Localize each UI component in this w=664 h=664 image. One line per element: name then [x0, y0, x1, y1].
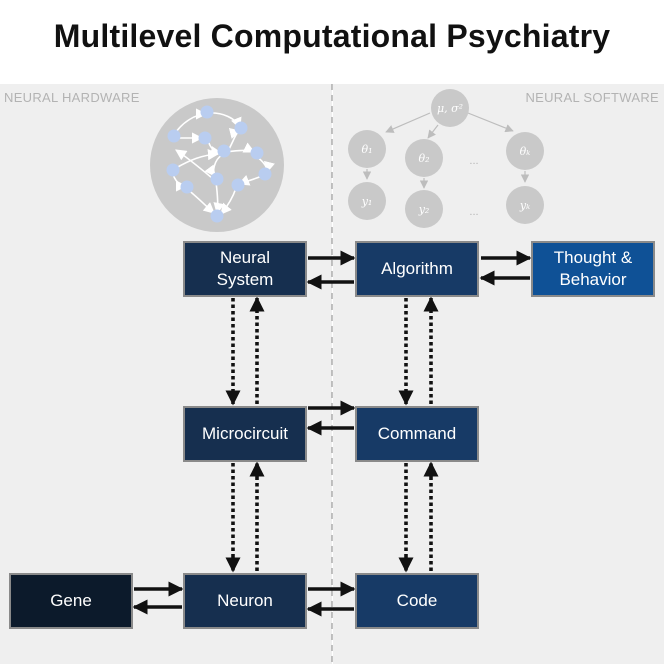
code-box: Code — [355, 573, 479, 629]
neuron-node — [258, 167, 272, 181]
neuron-node — [210, 172, 224, 186]
model-node-theta-k — [506, 132, 544, 170]
neural-network-illustration — [150, 98, 284, 232]
model-label-y-1: y₁ — [361, 195, 373, 208]
neuron-node — [166, 163, 180, 177]
diagram-title: Multilevel Computational Psychiatry — [53, 18, 611, 54]
model-label-root: μ, σ² — [437, 102, 463, 115]
network-connection — [175, 149, 220, 169]
model-node-y-2 — [405, 190, 443, 228]
neuron-box: Neuron — [183, 573, 307, 629]
software-panel — [333, 84, 664, 664]
hardware-section-label: NEURAL HARDWARE — [4, 90, 140, 105]
model-node-theta-2 — [405, 139, 443, 177]
network-connection — [175, 149, 213, 179]
neuron-node — [231, 178, 245, 192]
model-label-y-k: yₖ — [519, 199, 530, 212]
neuron-node — [210, 209, 224, 223]
model-node-y-1 — [348, 182, 386, 220]
neuron-node — [200, 105, 214, 119]
model-ellipsis-bottom: ... — [469, 206, 478, 218]
neural-system-box: Neural System — [183, 241, 307, 297]
neuron-node — [167, 129, 181, 143]
model-label-theta-1: θ₁ — [361, 143, 372, 156]
model-node-theta-1 — [348, 130, 386, 168]
model-node-y-k — [506, 186, 544, 224]
neuron-node — [198, 131, 212, 145]
software-section-label: NEURAL SOFTWARE — [525, 90, 659, 105]
model-edge — [427, 124, 439, 139]
neuron-node — [250, 146, 264, 160]
gene-box: Gene — [9, 573, 133, 629]
neuron-node — [217, 144, 231, 158]
model-node-root — [431, 89, 469, 127]
neuron-node — [234, 121, 248, 135]
microcircuit-box: Microcircuit — [183, 406, 307, 462]
model-label-theta-k: θₖ — [520, 145, 531, 158]
model-ellipsis-top: ... — [469, 155, 478, 167]
thought-behavior-box: Thought & Behavior — [531, 241, 655, 297]
model-label-y-2: y₂ — [418, 203, 430, 216]
network-background-circle — [150, 98, 284, 232]
model-edge — [467, 112, 514, 133]
model-edge — [385, 112, 431, 133]
command-box: Command — [355, 406, 479, 462]
algorithm-box: Algorithm — [355, 241, 479, 297]
graphical-model — [362, 112, 530, 189]
model-label-theta-2: θ₂ — [418, 152, 429, 165]
neuron-node — [180, 180, 194, 194]
